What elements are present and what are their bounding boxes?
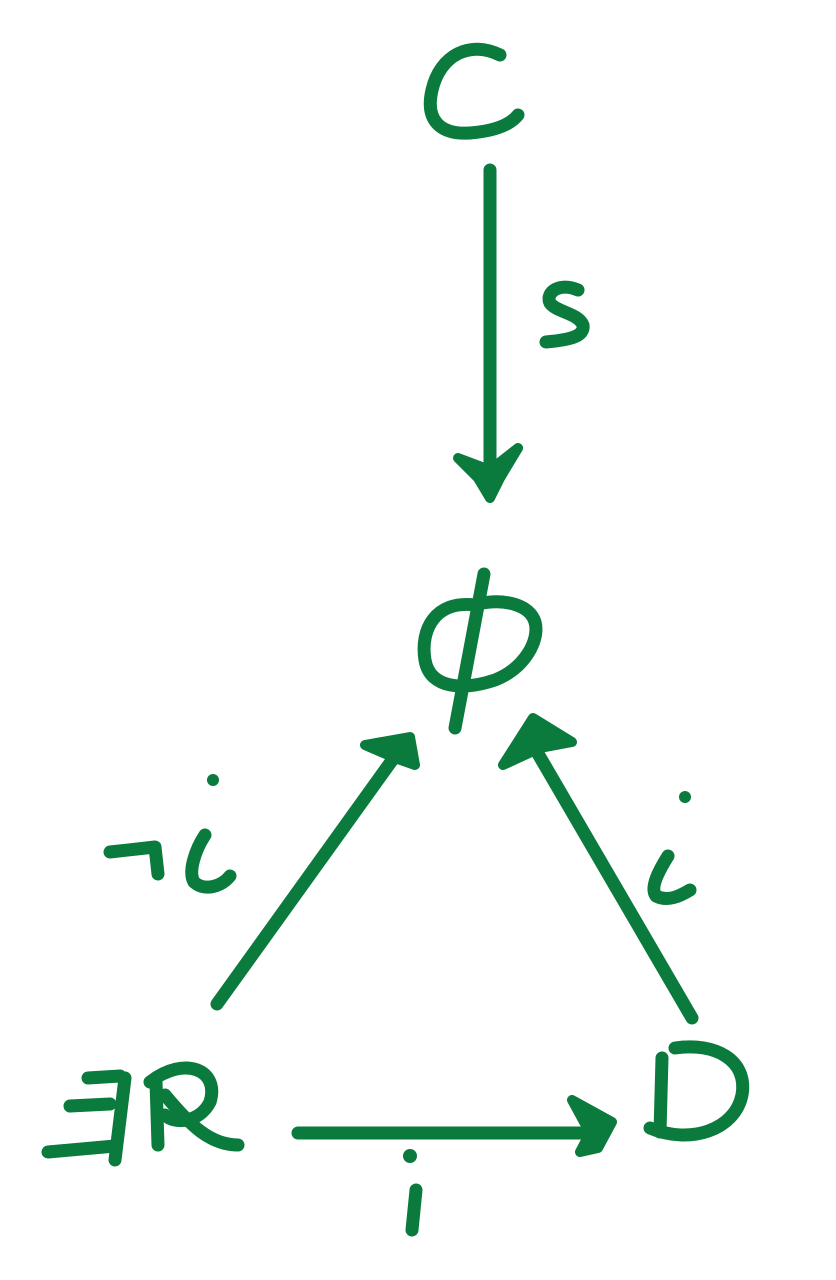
edge-exists-r-to-phi-label-dot — [207, 774, 219, 786]
edge-d-to-phi: i — [498, 713, 699, 1025]
edge-exists-r-to-d-label-i — [405, 1183, 423, 1237]
node-phi: Φ — [417, 567, 543, 735]
node-exists-r: ∃R — [41, 1061, 245, 1167]
edge-c-to-phi: s — [453, 163, 590, 503]
edge-exists-r-to-phi-label-neg — [103, 840, 165, 881]
edge-c-to-phi-label-glyph — [539, 280, 590, 349]
edge-d-to-phi-line — [530, 745, 699, 1025]
edge-d-to-phi-label-dot — [679, 791, 691, 803]
edge-c-to-phi-arrowhead — [453, 443, 523, 503]
edge-exists-r-to-phi-label-i — [185, 828, 237, 894]
edge-exists-r-to-d-label-dot — [403, 1149, 417, 1163]
edge-d-to-phi-arrowhead — [498, 713, 577, 770]
edge-exists-r-to-phi-line — [210, 745, 405, 1011]
edge-exists-r-to-d-arrowhead — [567, 1095, 617, 1157]
edge-exists-r-to-phi: ¬i — [103, 732, 420, 1011]
node-c: C — [423, 42, 525, 140]
node-d: D — [643, 1040, 750, 1142]
edge-d-to-phi-label-i — [647, 849, 697, 905]
edge-exists-r-to-phi-arrowhead — [360, 732, 420, 770]
edge-exists-r-to-d: i — [291, 1095, 617, 1237]
